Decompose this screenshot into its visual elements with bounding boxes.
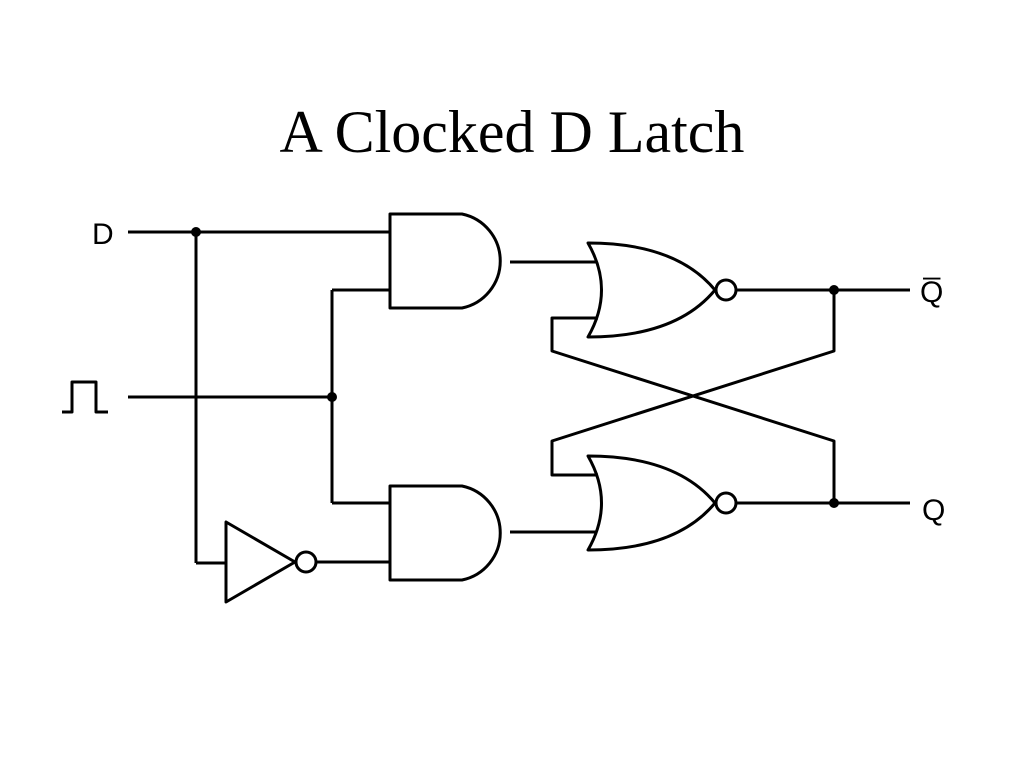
lower-nor-bubble — [714, 491, 738, 515]
q-output-label: Q — [922, 494, 945, 527]
upper-and-gate — [388, 212, 502, 310]
slide-title: A Clocked D Latch — [279, 99, 745, 165]
not-gate — [224, 520, 297, 604]
upper-nor-gate — [586, 241, 717, 339]
clock-junction — [327, 392, 337, 402]
q-bar-feedback-wire — [550, 290, 836, 477]
d-input-label: D — [92, 218, 114, 251]
upper-nor-bubble — [714, 278, 738, 302]
q-feedback-wire — [550, 316, 836, 503]
clock-pulse-icon — [62, 380, 108, 414]
q-bar-output-label: Q̅ — [920, 276, 943, 309]
lower-nor-gate — [586, 454, 717, 552]
not-gate-bubble — [294, 550, 318, 574]
lower-and-gate — [388, 484, 502, 582]
d-junction — [191, 227, 201, 237]
